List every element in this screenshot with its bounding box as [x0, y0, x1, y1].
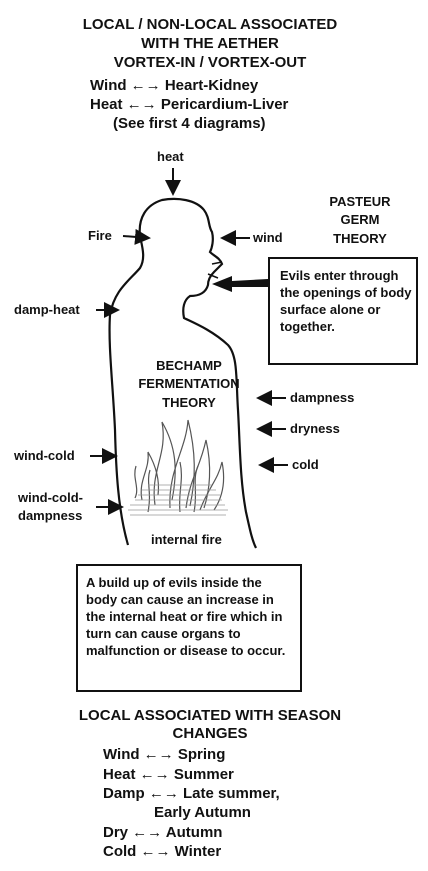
pasteur-box-text: Evils enter through the openings of body…	[280, 268, 412, 334]
header-line-1: LOCAL / NON-LOCAL ASSOCIATED	[82, 16, 338, 33]
fire-shading	[128, 484, 228, 516]
label-wind-cold-dampness-2: dampness	[18, 508, 83, 523]
season-row-damp: Damp ←→ Late summer,	[103, 785, 280, 802]
pasteur-title-1: PASTEUR	[329, 194, 391, 209]
pasteur-title-2: GERM	[340, 212, 380, 227]
label-cold: cold	[292, 457, 319, 472]
season-title-2: CHANGES	[172, 725, 248, 742]
label-dryness: dryness	[290, 421, 340, 436]
pasteur-box: Evils enter through the openings of body…	[268, 257, 418, 365]
buildup-box-text: A build up of evils inside the body can …	[86, 575, 286, 658]
season-title-1: LOCAL ASSOCIATED WITH SEASON	[78, 707, 342, 724]
season-row-dry: Dry ←→ Autumn	[103, 824, 223, 841]
pasteur-title-3: THEORY	[333, 231, 387, 246]
buildup-box: A build up of evils inside the body can …	[76, 564, 302, 692]
body-silhouette	[108, 197, 257, 549]
season-row-damp-cont: Early Autumn	[154, 804, 251, 821]
header-line-4: Wind ←→ Heart-Kidney	[90, 77, 259, 94]
header-line-2: WITH THE AETHER	[141, 35, 279, 52]
label-fire: Fire	[88, 228, 112, 243]
bechamp-title-3: THEORY	[162, 395, 216, 410]
label-damp-heat: damp-heat	[14, 302, 80, 317]
season-row-heat: Heat ←→ Summer	[103, 766, 234, 783]
header-line-3: VORTEX-IN / VORTEX-OUT	[113, 54, 307, 71]
label-wind: wind	[253, 230, 283, 245]
bechamp-title-1: BECHAMP	[156, 358, 222, 373]
header-line-6: (See first 4 diagrams)	[113, 115, 266, 132]
fire-arrow	[122, 228, 151, 245]
season-row-cold: Cold ←→ Winter	[103, 843, 222, 860]
bechamp-title-2: FERMENTATION	[138, 376, 240, 391]
label-wind-cold-dampness-1: wind-cold-	[18, 490, 83, 505]
label-heat: heat	[157, 149, 184, 164]
label-internal-fire: internal fire	[151, 532, 222, 547]
mouth-arrow	[212, 276, 268, 292]
internal-fire-icon	[134, 419, 225, 513]
season-row-wind: Wind ←→ Spring	[103, 746, 226, 763]
header-line-5: Heat ←→ Pericardium-Liver	[90, 96, 289, 113]
label-wind-cold: wind-cold	[14, 448, 75, 463]
label-dampness: dampness	[290, 390, 355, 405]
